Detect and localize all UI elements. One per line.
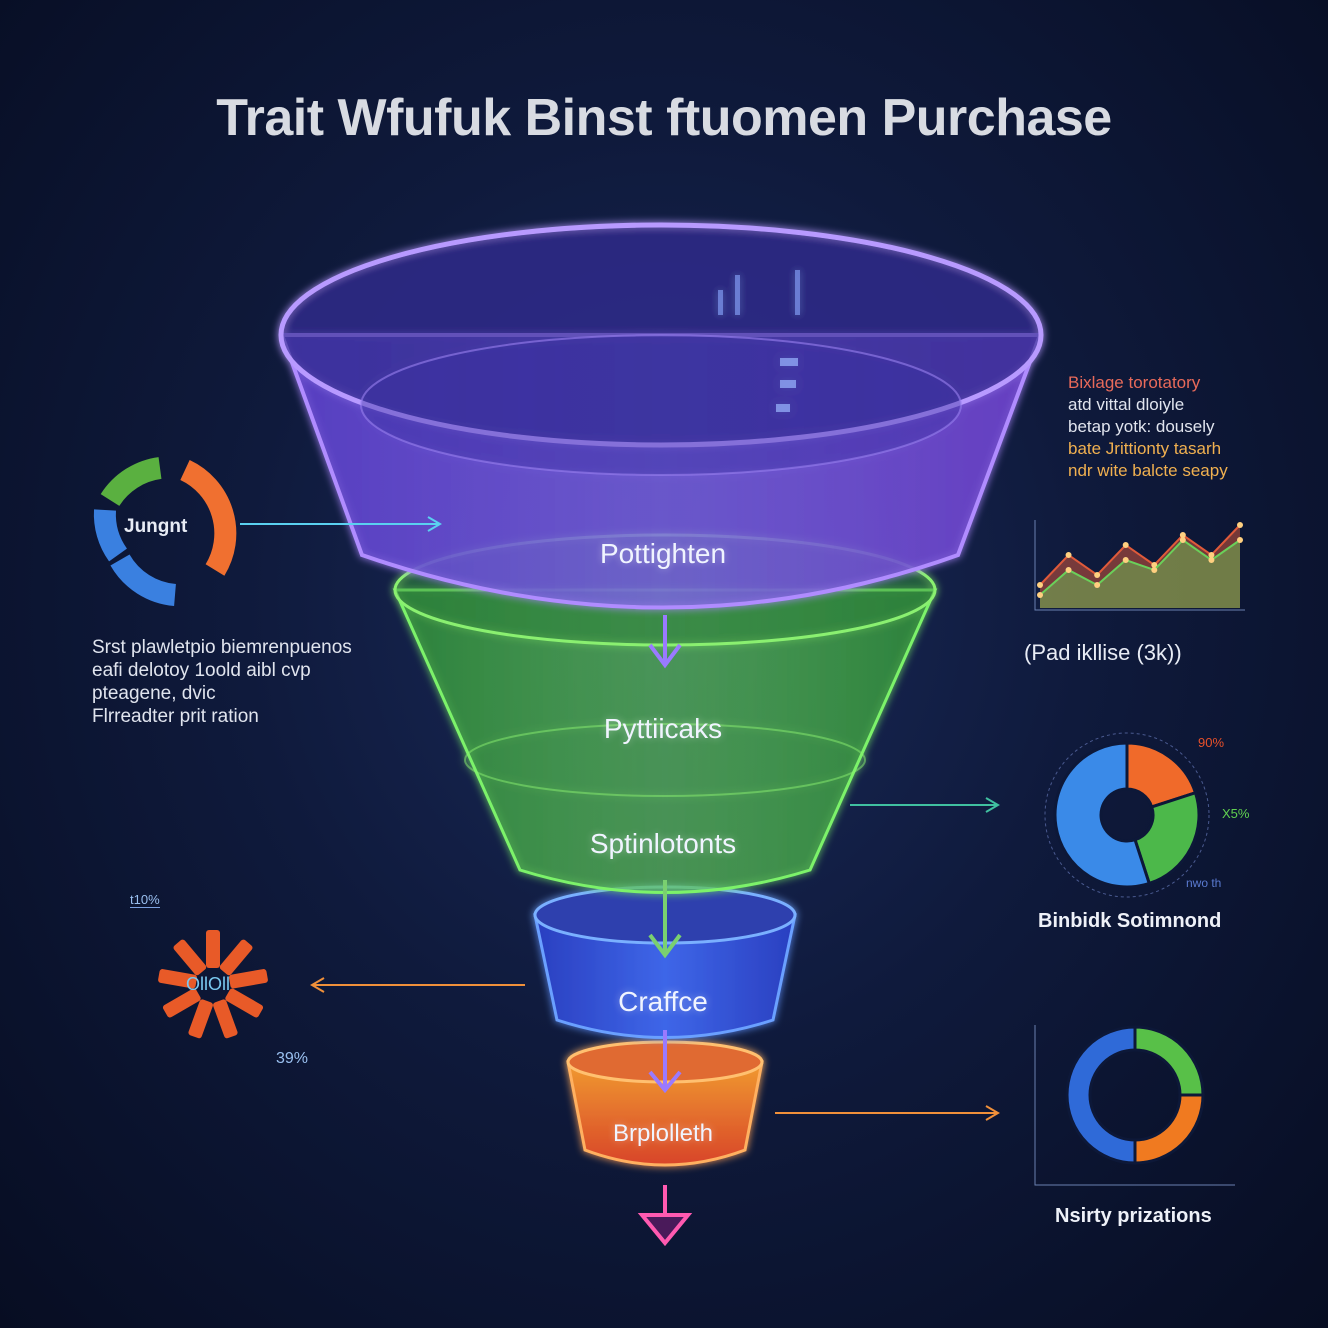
cycle-arrows-icon: [93, 457, 237, 606]
line-chart-caption: (Pad ikllise (3k)): [1024, 640, 1182, 665]
data-point: [1208, 552, 1215, 558]
stage-label: Sptinlotonts: [589, 828, 737, 859]
funnel-stage-5: [566, 1040, 764, 1167]
slice: [1133, 1093, 1205, 1165]
stage-label: Pottighten: [599, 538, 727, 569]
data-point: [1094, 582, 1101, 588]
flow-arrows: [637, 615, 693, 1247]
text-line: atd vittal dloiyle: [1068, 395, 1185, 414]
pie-label: X5%: [1222, 806, 1250, 821]
line-green: [1039, 538, 1241, 596]
data-point: [1065, 567, 1072, 573]
connector-arrows: [240, 516, 1000, 1121]
funnel-stage-1: [278, 222, 1044, 610]
page-title: Trait Wfufuk Binst ftuomen Purchase: [216, 89, 1112, 147]
pie-chart: [1044, 732, 1210, 898]
right-description: Bixlage torotatory atd vittal dloiyle be…: [1068, 372, 1228, 482]
stage-label: Brplolleth: [612, 1120, 714, 1147]
text-line: pteagene, dvic: [92, 683, 216, 704]
gear-burst-icon: [157, 930, 269, 1040]
data-point: [1151, 562, 1158, 568]
donut-chart: [1034, 1025, 1235, 1186]
left-description: Srst plawletpio biemrenpuenos eafi delot…: [92, 636, 372, 728]
cycle-label: Jungnt: [124, 516, 188, 537]
text-line: bate Jrittionty tasarh: [1068, 439, 1222, 458]
stage-label: Craffce: [618, 986, 708, 1017]
data-point: [1237, 537, 1243, 543]
text-line: Bixlage torotatory: [1068, 373, 1201, 392]
pie-label: 90%: [1198, 735, 1225, 750]
data-point: [1094, 572, 1101, 578]
text-line: Flrreadter prit ration: [92, 706, 259, 727]
slice: [1053, 741, 1152, 889]
data-point: [1237, 522, 1243, 528]
data-point: [1208, 557, 1215, 563]
data-point: [1122, 557, 1129, 563]
text-line: ndr wite balcte seapy: [1068, 461, 1228, 480]
text-line: Srst plawletpio biemrenpuenos: [92, 637, 352, 658]
data-point: [1037, 592, 1043, 598]
data-point: [1179, 537, 1186, 543]
gear-bottom-pct: 39%: [276, 1050, 309, 1067]
gear-top-pct: t10%: [130, 892, 160, 908]
data-point: [1179, 532, 1186, 538]
area-green: [1040, 540, 1240, 608]
data-point: [1065, 552, 1072, 558]
data-point: [1151, 567, 1158, 573]
slice: [1133, 1025, 1205, 1097]
slice: [1125, 741, 1198, 809]
stage-label: Pyttiicaks: [603, 713, 723, 744]
text-line: eafi delotoy 1oold aibl cvp: [92, 660, 311, 681]
pie-caption: Binbidk Sotimnond: [1038, 910, 1222, 932]
line-chart: [1034, 520, 1245, 611]
text-line: betap yotk: dousely: [1068, 417, 1215, 436]
gear-label: OllOll: [186, 974, 230, 994]
slice: [1133, 790, 1201, 886]
slice: [1065, 1025, 1137, 1165]
pie-label: nwo th: [1186, 876, 1222, 890]
line-red: [1039, 524, 1241, 586]
data-point: [1037, 582, 1043, 588]
data-point: [1122, 542, 1129, 548]
donut-caption: Nsirty prizations: [1055, 1205, 1212, 1227]
